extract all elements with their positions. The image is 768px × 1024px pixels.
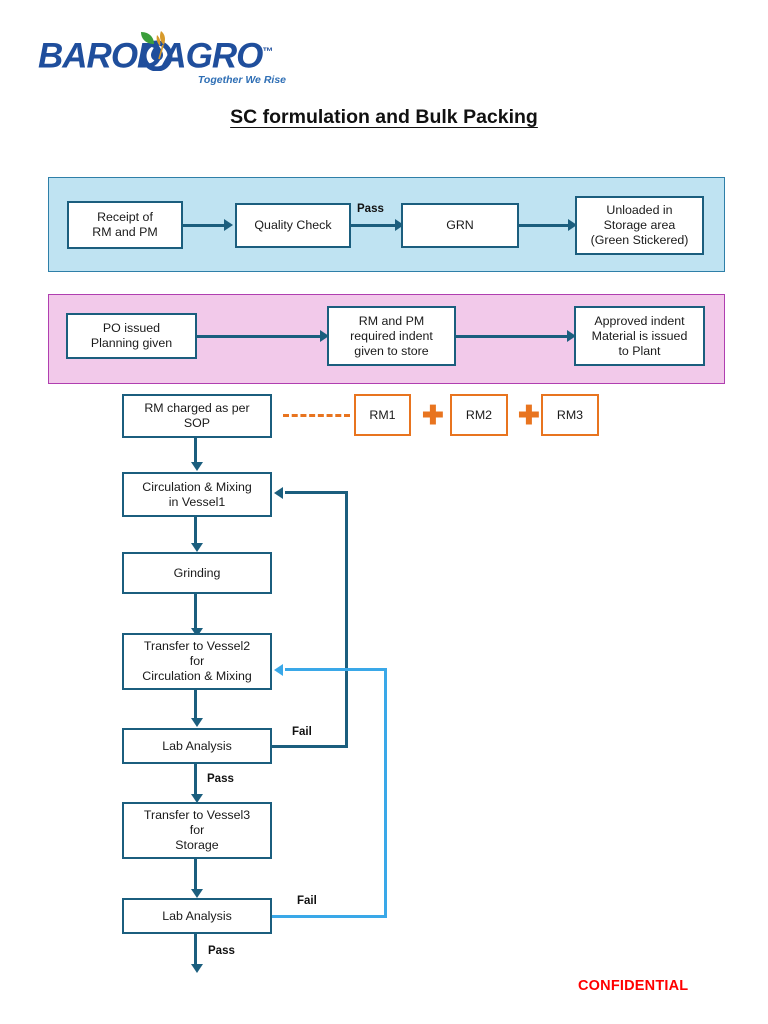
arrowhead-qc-to-grn xyxy=(395,219,404,231)
box-lab-analysis-2[interactable]: Lab Analysis xyxy=(122,898,272,934)
box-rm-charged-label: RM charged as per SOP xyxy=(144,401,250,430)
box-quality-check-label: Quality Check xyxy=(254,218,332,232)
plus-sign-1: ✚ xyxy=(422,400,444,430)
box-po-issued-label: PO issued Planning given xyxy=(90,321,173,350)
box-rm2[interactable]: RM2 xyxy=(450,394,508,436)
connector-indent-to-approved xyxy=(456,334,570,338)
box-grn[interactable]: GRN xyxy=(401,203,519,248)
box-lab-analysis-1[interactable]: Lab Analysis xyxy=(122,728,272,764)
box-approved-indent[interactable]: Approved indent Material is issued to Pl… xyxy=(574,306,705,366)
connector-circulation-to-grinding xyxy=(194,517,197,546)
confidential-stamp: CONFIDENTIAL xyxy=(578,978,689,994)
box-lab-analysis-1-label: Lab Analysis xyxy=(162,738,232,753)
box-po-issued[interactable]: PO issued Planning given xyxy=(66,313,197,359)
arrowhead-grn-to-unloaded xyxy=(568,219,577,231)
arrowhead-feedback1-into-circulation xyxy=(274,486,283,499)
arrowhead-transfer3-to-lab2 xyxy=(190,889,203,898)
connector-lab2-exit xyxy=(194,934,197,967)
arrowhead-circulation-to-grinding xyxy=(190,543,203,552)
edge-label-pass-lab1: Pass xyxy=(207,773,234,785)
arrowhead-rmcharged-to-circulation xyxy=(190,462,203,471)
arrowhead-indent-to-approved xyxy=(567,330,576,342)
feedback2-segment-in xyxy=(285,668,387,671)
feedback1-segment-in xyxy=(285,491,348,494)
connector-grinding-to-transfer2 xyxy=(194,594,197,631)
box-transfer-vessel3[interactable]: Transfer to Vessel3 for Storage xyxy=(122,802,272,859)
box-approved-indent-label: Approved indent Material is issued to Pl… xyxy=(591,313,688,358)
arrowhead-feedback2-into-transfer2 xyxy=(274,663,283,676)
box-circulation-vessel1-label: Circulation & Mixing in Vessel1 xyxy=(142,479,252,509)
connector-receipt-to-qc xyxy=(183,223,227,227)
box-rm1[interactable]: RM1 xyxy=(354,394,411,436)
plus-sign-2: ✚ xyxy=(518,400,540,430)
box-receipt-rm-pm[interactable]: Receipt of RM and PM xyxy=(67,201,183,249)
connector-transfer3-to-lab2 xyxy=(194,859,197,892)
arrowhead-lab1-to-transfer3 xyxy=(190,794,203,803)
logo-tagline: Together We Rise xyxy=(197,73,286,86)
feedback2-segment-out xyxy=(272,914,387,918)
box-transfer-vessel3-label: Transfer to Vessel3 for Storage xyxy=(143,808,251,852)
connector-lab1-to-transfer3 xyxy=(194,764,197,797)
box-unloaded-storage[interactable]: Unloaded in Storage area (Green Stickere… xyxy=(575,196,704,255)
box-transfer-vessel2-label: Transfer to Vessel2 for Circulation & Mi… xyxy=(142,639,252,683)
logo-trademark: ™ xyxy=(262,46,273,58)
feedback1-segment-up-2 xyxy=(345,491,348,747)
box-unloaded-storage-label: Unloaded in Storage area (Green Stickere… xyxy=(590,203,689,247)
connector-transfer2-to-lab1 xyxy=(194,690,197,721)
box-rm1-label: RM1 xyxy=(369,408,396,422)
connector-grn-to-unloaded xyxy=(519,223,571,227)
box-rm-charged[interactable]: RM charged as per SOP xyxy=(122,394,272,438)
box-lab-analysis-2-label: Lab Analysis xyxy=(162,908,232,923)
box-rm2-label: RM2 xyxy=(465,408,493,422)
company-logo: BARODAGRO™ Together We Rise xyxy=(38,31,298,86)
arrowhead-grinding-to-transfer2 xyxy=(190,628,203,637)
arrowhead-lab2-exit xyxy=(190,964,203,973)
box-grinding-label: Grinding xyxy=(173,565,221,580)
box-quality-check[interactable]: Quality Check xyxy=(235,203,351,248)
box-transfer-vessel2[interactable]: Transfer to Vessel2 for Circulation & Mi… xyxy=(122,633,272,690)
edge-label-fail-lab2: Fail xyxy=(297,895,317,907)
feedback2-segment-up xyxy=(384,668,387,917)
arrowhead-transfer2-to-lab1 xyxy=(190,718,203,727)
connector-qc-to-grn xyxy=(351,223,398,227)
box-rm3[interactable]: RM3 xyxy=(541,394,599,436)
box-receipt-rm-pm-label: Receipt of RM and PM xyxy=(92,210,158,239)
edge-label-pass-lab2: Pass xyxy=(208,945,235,957)
edge-label-pass-qc: Pass xyxy=(357,203,384,215)
page-title: SC formulation and Bulk Packing xyxy=(230,106,538,128)
box-rm3-label: RM3 xyxy=(556,408,584,422)
feedback1-segment-out xyxy=(272,744,348,748)
edge-label-fail-lab1: Fail xyxy=(292,726,312,738)
connector-rm-charged-to-rm1 xyxy=(283,414,350,417)
arrowhead-receipt-to-qc xyxy=(224,219,233,231)
box-grn-label: GRN xyxy=(446,218,474,232)
wheat-leaf-droplet-icon xyxy=(141,31,173,71)
box-circulation-vessel1[interactable]: Circulation & Mixing in Vessel1 xyxy=(122,472,272,517)
box-rm-pm-indent-label: RM and PM required indent given to store xyxy=(350,313,433,358)
connector-rmcharged-to-circulation xyxy=(194,438,197,466)
box-rm-pm-indent[interactable]: RM and PM required indent given to store xyxy=(327,306,456,366)
arrowhead-po-to-indent xyxy=(320,330,329,342)
connector-po-to-indent xyxy=(197,334,323,338)
box-grinding[interactable]: Grinding xyxy=(122,552,272,594)
